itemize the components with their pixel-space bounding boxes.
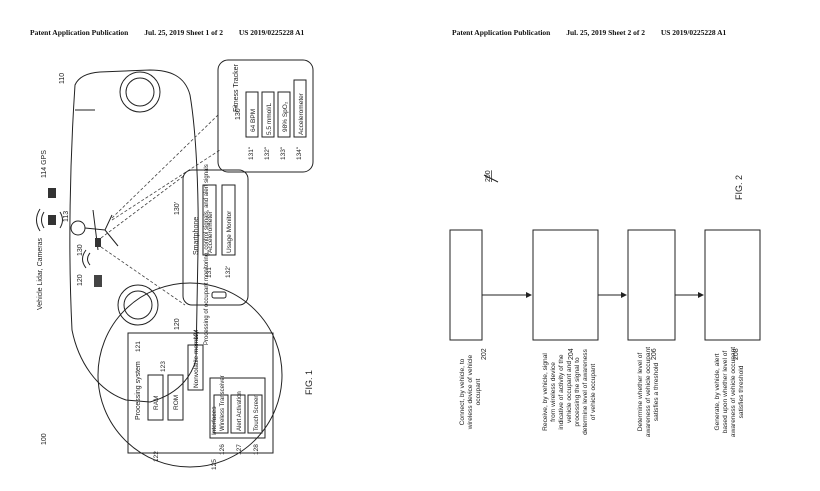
tracker-ref-133: 133" (280, 146, 287, 160)
smartphone-accelerometer: Accelerometer (207, 210, 214, 253)
nv-memory-box (187, 344, 204, 391)
smartphone-usage-box (221, 184, 236, 256)
tracker-body (217, 59, 314, 173)
header-title: Patent Application Publication (452, 28, 551, 37)
header-number: US 2019/0225228 A1 (238, 28, 305, 37)
ref-113: 113 (63, 211, 70, 222)
smartphone-ref-132: 132' (225, 266, 232, 278)
sheet1-header: Patent Application Publication Jul. 25, … (30, 28, 318, 37)
sheet2-header: Patent Application Publication Jul. 25, … (452, 28, 740, 37)
tracker-ref-134: 134" (296, 146, 303, 160)
ref-gps: 114 GPS (41, 150, 48, 178)
smartphone-ref: 130' (174, 202, 181, 215)
header-title: Patent Application Publication (30, 28, 129, 37)
ref-125: 125 (211, 459, 218, 470)
ref-122: 122 (153, 451, 160, 462)
smartphone-ref-131: 131' (206, 266, 213, 278)
alert-box (230, 394, 246, 434)
step-202-text: Connect, by vehicle, towireless device o… (459, 354, 482, 430)
tracker-ref-131: 131" (248, 146, 255, 160)
ram-label: RAM (153, 396, 160, 410)
tracker-bpm-box (245, 91, 259, 138)
tracker-spo2: 98% SpO₂ (282, 101, 289, 132)
wireless-label: Wireless Transceiver (220, 375, 226, 431)
phone-device (95, 238, 101, 247)
header-date-sheet: Jul. 25, 2019 Sheet 1 of 2 (144, 28, 223, 37)
processing-system-box (127, 332, 274, 454)
sensor-113 (48, 215, 56, 225)
interfaces-label: Interfaces (211, 406, 218, 435)
fig2-ref: 200 (485, 170, 492, 182)
tracker-ref-132: 132" (264, 146, 271, 160)
ref-130: 130 (77, 244, 84, 256)
step-204-box (532, 229, 599, 341)
vehicle-sensors-label: Vehicle Lidar, Cameras (37, 238, 44, 310)
ref-126: 126 (219, 444, 226, 455)
ref-123: 123 (160, 361, 167, 372)
step-206-ref: 206 (651, 348, 658, 360)
tracker-spo2-box (277, 91, 291, 138)
smartphone-body (182, 169, 249, 306)
tracker-accelerometer: Accelerometer (298, 92, 305, 135)
ref-110: 110 (59, 73, 66, 84)
step-206-box (627, 229, 676, 341)
tracker-glucose-box (261, 91, 275, 138)
ref-120b: 120 (174, 318, 181, 330)
vehicle-outline (69, 69, 199, 403)
step-202-ref: 202 (481, 348, 488, 360)
ref-121: 121 (135, 341, 142, 352)
processing-text: Processing of occupant monitoring, contr… (204, 164, 210, 345)
ref-124: 124 (193, 329, 200, 340)
step-204-text: Receive, by vehicle, signalfrom wireless… (542, 348, 597, 434)
smartphone-usage-monitor: Usage Monitor (226, 210, 233, 253)
gps-unit (48, 188, 56, 198)
fig1-label: FIG. 1 (304, 370, 314, 395)
step-202-box (449, 229, 483, 341)
wheel-front (119, 71, 161, 113)
nv-memory-label: Nonvolatile memory (193, 330, 200, 388)
tracker-title: Fitness Tracker (233, 63, 240, 112)
rom-label: ROM (173, 395, 180, 410)
step-208-text: Generate, by vehicle, alertbased upon wh… (714, 347, 745, 437)
processor-circle (97, 282, 283, 468)
wheel-rear (117, 284, 159, 326)
smartphone-title: Smartphone (193, 217, 200, 255)
tracker-glucose: 5.5 mmol/L (266, 102, 273, 135)
fig2-label: FIG. 2 (734, 175, 744, 200)
rom-box (167, 374, 184, 421)
interfaces-box (209, 377, 266, 439)
ref-100: 100 (41, 433, 48, 445)
step-204-ref: 204 (568, 348, 575, 360)
fig1-drawing (36, 59, 314, 468)
occupant-head (70, 220, 86, 236)
step-208-box (704, 229, 761, 341)
tracker-bpm: 64 BPM (250, 109, 257, 132)
wireless-box (213, 394, 229, 434)
alert-label: Alert Activation (237, 391, 243, 431)
touch-label: Touch Screen (254, 394, 260, 431)
touch-box (247, 394, 263, 434)
fig2-flowchart (449, 174, 761, 341)
smartphone-accelerometer-box (202, 184, 217, 256)
header-number: US 2019/0225228 A1 (660, 28, 727, 37)
tracker-accel-box (293, 79, 307, 138)
step-206-text: Determine whether level ofawareness of v… (637, 347, 660, 437)
camera-unit (94, 275, 102, 287)
tracker-ref: 130" (235, 105, 242, 120)
ref-128: 128 (253, 444, 260, 455)
step-208-ref: 208 (733, 348, 740, 360)
processing-system-label: Processing system (135, 361, 142, 420)
header-date-sheet: Jul. 25, 2019 Sheet 2 of 2 (566, 28, 645, 37)
ref-120: 120 (77, 274, 84, 286)
ref-127: 127 (236, 444, 243, 455)
ram-box (147, 374, 164, 421)
